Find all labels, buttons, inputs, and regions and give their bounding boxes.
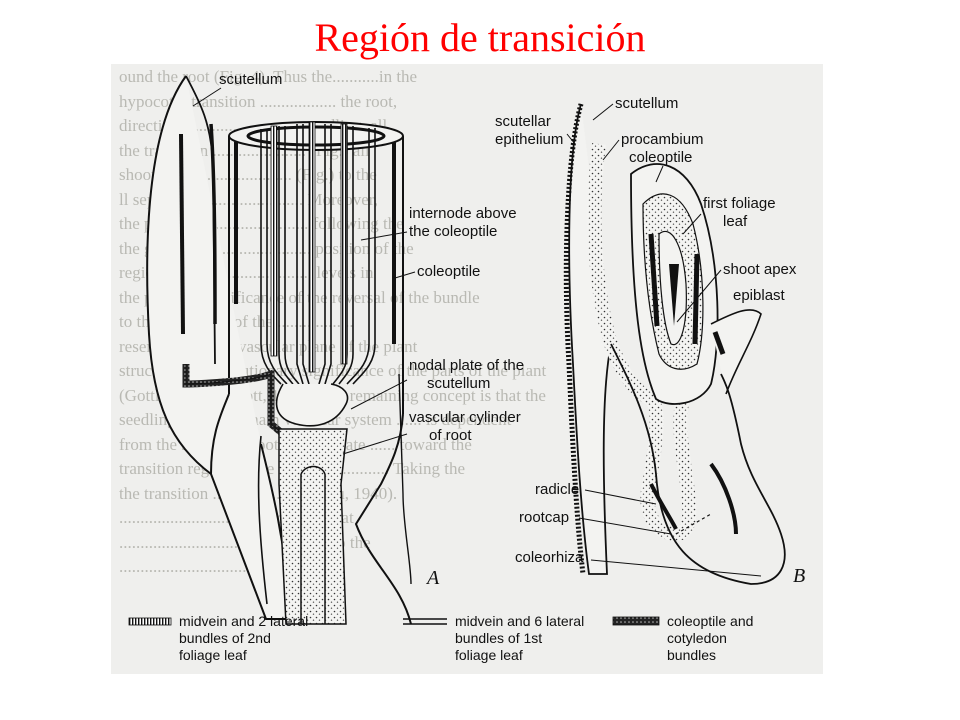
figure-a-seedling-3d: A scutellum internode above the coleopti… (147, 71, 524, 624)
embryo-diagrams: A scutellum internode above the coleopti… (111, 64, 823, 674)
label-b-coleoptile: coleoptile (629, 149, 692, 166)
label-b-shoot-apex: shoot apex (723, 261, 797, 278)
legend-2-line-1: midvein and 6 lateral (455, 613, 584, 629)
legend-3-line-2: cotyledon (667, 630, 727, 646)
legend-3-line-3: bundles (667, 647, 716, 663)
legend-2-line-3: foliage leaf (455, 647, 523, 663)
label-a-vascular-1: vascular cylinder (409, 409, 521, 426)
label-b-scutellum: scutellum (615, 95, 678, 112)
label-b-radicle: radicle (535, 481, 579, 498)
legend-3-line-1: coleoptile and (667, 613, 753, 629)
label-a-nodal-2: scutellum (427, 375, 490, 392)
label-a-vascular-2: of root (429, 427, 472, 444)
legend-1-line-2: bundles of 2nd (179, 630, 271, 646)
legend-symbol-dark-band (613, 617, 659, 625)
label-a-scutellum: scutellum (219, 71, 282, 88)
figure-b-letter: B (793, 565, 805, 587)
figure-a-letter: A (425, 567, 440, 589)
label-a-nodal-1: nodal plate of the (409, 357, 524, 374)
textbook-figure-scan: ound the root (Fig. 4). Thus the........… (111, 64, 823, 674)
legend-1-line-1: midvein and 2 lateral (179, 613, 308, 629)
label-b-first-leaf-1: first foliage (703, 195, 776, 212)
label-b-scut-epi-2: epithelium (495, 131, 563, 148)
label-a-internode-1: internode above (409, 205, 517, 222)
legend-2-line-2: bundles of 1st (455, 630, 542, 646)
label-b-first-leaf-2: leaf (723, 213, 748, 230)
slide-title: Región de transición (0, 14, 960, 61)
root-vascular-cylinder (279, 429, 347, 624)
label-b-coleorhiza: coleorhiza (515, 549, 584, 566)
label-b-procambium: procambium (621, 131, 704, 148)
legend: midvein and 2 lateral bundles of 2nd fol… (129, 613, 753, 663)
label-b-scut-epi-1: scutellar (495, 113, 551, 130)
label-a-coleoptile: coleoptile (417, 263, 480, 280)
scutellum-outline (147, 76, 291, 619)
label-b-rootcap: rootcap (519, 509, 569, 526)
figure-b-embryo-section: B scutellum scutellar epithelium procamb… (495, 95, 805, 587)
legend-1-line-3: foliage leaf (179, 647, 247, 663)
legend-symbol-hatched (129, 618, 171, 625)
label-b-epiblast: epiblast (733, 287, 786, 304)
label-a-internode-2: the coleoptile (409, 223, 497, 240)
